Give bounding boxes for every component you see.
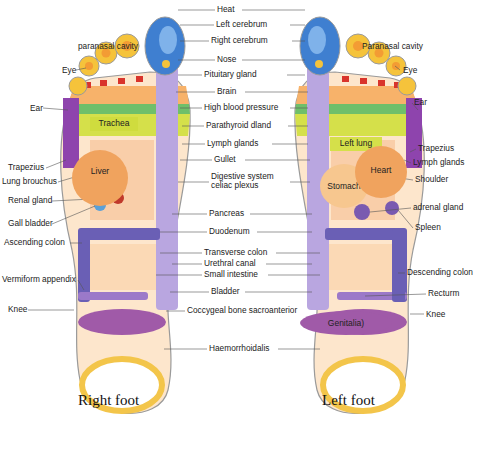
part-label: Knee [426, 310, 445, 319]
part-label: Renal gland [8, 196, 52, 205]
part-label: Pituitary gland [204, 70, 257, 79]
part-label: Bladder [211, 287, 240, 296]
organ-label: Left lung [330, 139, 382, 148]
part-label: Digestive system celiac plexus [211, 172, 291, 190]
part-label: Vermiform appendix [2, 275, 76, 284]
organ-region: Heart [355, 146, 407, 198]
foot-title: Right foot [78, 392, 139, 409]
part-label: Ear [414, 98, 427, 107]
part-label: Gall bladder [8, 219, 53, 228]
part-label: Duodenum [209, 227, 250, 236]
part-label: Lymph glands [413, 158, 464, 167]
region-fill [355, 146, 407, 198]
organ-label: Trachea [90, 119, 138, 128]
part-label: paranasal cavity [78, 42, 138, 51]
part-label: Lymph glands [207, 139, 258, 148]
part-label: Trapezius [418, 144, 454, 153]
part-label: Descending colon [407, 268, 473, 277]
part-label: Parathyroid dland [206, 121, 271, 130]
part-label: Nose [217, 55, 236, 64]
part-label: Gullet [214, 155, 236, 164]
part-label: Recturm [428, 289, 459, 298]
region-shape [72, 150, 128, 206]
part-label: Trapezius [8, 163, 44, 172]
part-label: Knee [8, 305, 27, 314]
part-label: Shoulder [415, 175, 448, 184]
organ-region: Genitalia) [300, 311, 392, 335]
part-label: Brain [217, 87, 236, 96]
organ-label: Genitalia) [300, 319, 392, 328]
part-label: Eye [403, 66, 417, 75]
part-label: Eye [62, 66, 76, 75]
part-label: High blood pressure [204, 103, 278, 112]
region-fill [300, 311, 392, 335]
part-label: Heat [217, 5, 235, 14]
part-label: adrenal gland [413, 203, 463, 212]
part-label: Left cerebrum [216, 20, 267, 29]
organ-label: Liver [72, 167, 128, 176]
part-label: Transverse colon [204, 248, 267, 257]
part-label: Right cerebrum [211, 36, 268, 45]
region-fill [72, 150, 128, 206]
organ-region: Liver [72, 150, 128, 206]
organ-region: Trachea [90, 117, 138, 131]
foot-title: Left foot [322, 392, 375, 409]
part-label: Pancreas [209, 209, 244, 218]
part-label: Haemorrhoidalis [209, 344, 269, 353]
part-label: Urethral canal [204, 259, 256, 268]
region-fill [90, 117, 138, 131]
part-label: Paranasal cavity [362, 42, 423, 51]
part-label: Ear [30, 104, 43, 113]
part-label: Small intestine [204, 270, 258, 279]
organ-label: Heart [355, 166, 407, 175]
part-label: Ascending colon [4, 238, 65, 247]
part-label: Spleen [415, 223, 441, 232]
part-label: Coccygeal bone sacroanterior [187, 306, 297, 315]
part-label: Lung brouchus [2, 177, 57, 186]
